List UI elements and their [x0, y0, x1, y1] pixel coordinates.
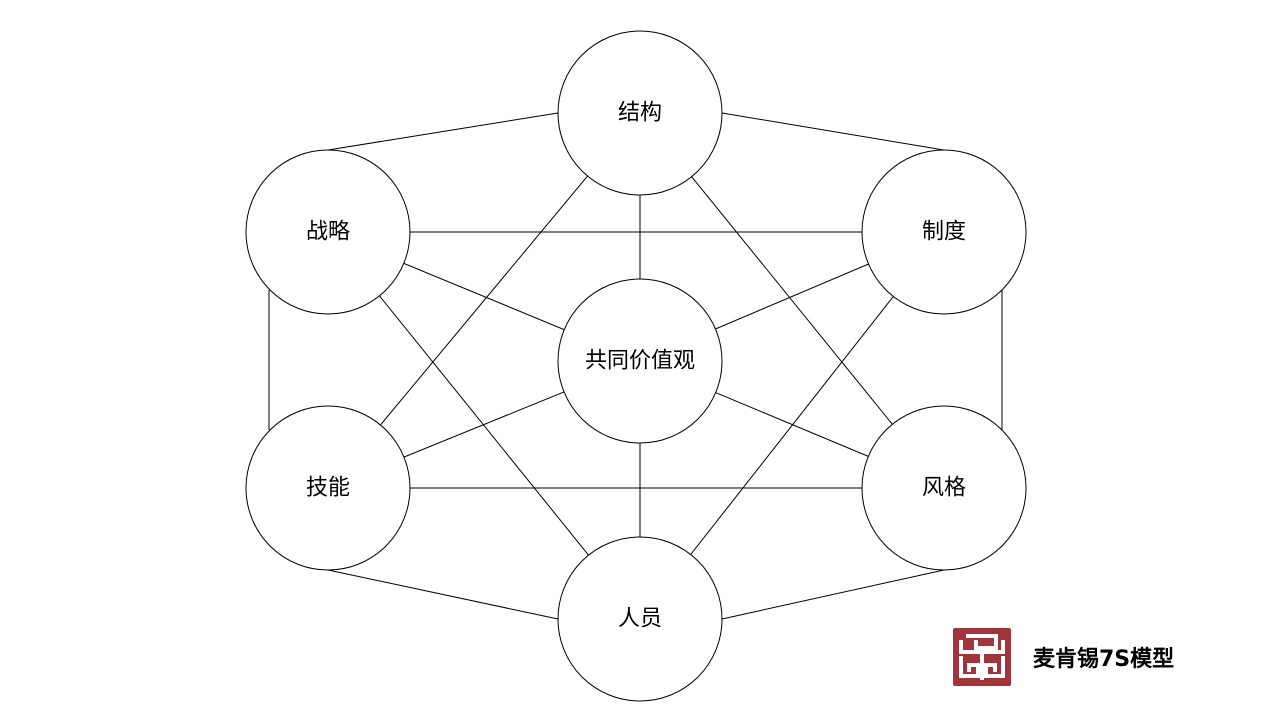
node-label-skills: 技能 [306, 476, 350, 501]
node-label-style: 风格 [922, 476, 966, 501]
node-skills: 技能 [245, 405, 411, 571]
brand: 麦肯锡7S模型 [953, 628, 1174, 686]
edge-style-staff [721, 569, 945, 620]
edge-structure-systems [721, 112, 945, 151]
node-label-structure: 结构 [618, 101, 662, 126]
node-structure: 结构 [557, 30, 723, 196]
edge-structure-strategy [327, 112, 559, 151]
brand-logo-icon [953, 628, 1011, 686]
edge-skills-staff [327, 569, 559, 620]
brand-title: 麦肯锡7S模型 [1033, 647, 1175, 672]
node-label-strategy: 战略 [306, 220, 350, 245]
node-strategy: 战略 [245, 149, 411, 315]
node-style: 风格 [861, 405, 1027, 571]
node-label-staff: 人员 [618, 607, 662, 632]
node-shared-values: 共同价值观 [557, 278, 723, 444]
node-staff: 人员 [557, 536, 723, 702]
node-label-systems: 制度 [922, 220, 966, 245]
node-label-shared-values: 共同价值观 [585, 349, 695, 374]
diagram-nodes: 结构 战略 制度 共同价值观 技能 风格 人员 [245, 30, 1027, 702]
edge-strategy-staff [327, 231, 641, 620]
node-systems: 制度 [861, 149, 1027, 315]
